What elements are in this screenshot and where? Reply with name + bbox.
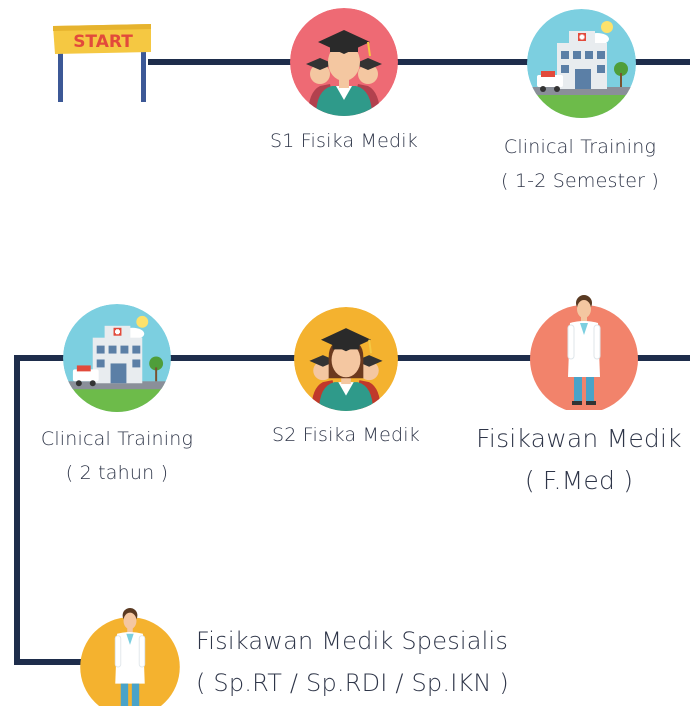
graduates-icon [290, 8, 398, 116]
step-label: Fisikawan Medik ( F.Med ) [468, 418, 690, 502]
graduates-icon [294, 307, 398, 411]
step-title: S2 Fisika Medik [272, 424, 420, 446]
step-title: Clinical Training [40, 428, 194, 450]
hospital-icon [63, 304, 171, 412]
step-title: Fisikawan Medik Spesialis [196, 627, 509, 655]
step-label: S1 Fisika Medik [244, 130, 444, 152]
step-label: Fisikawan Medik Spesialis ( Sp.RT / Sp.R… [196, 620, 536, 704]
start-label: START [73, 32, 133, 52]
step-title: S1 Fisika Medik [270, 130, 418, 152]
hospital-icon [527, 9, 636, 118]
step-title: Clinical Training [503, 136, 657, 158]
step-subtitle: ( 1-2 Semester ) [501, 170, 659, 192]
path-row-3 [14, 659, 94, 665]
step-label: Clinical Training ( 2 tahun ) [17, 422, 217, 490]
step-label: Clinical Training ( 1-2 Semester ) [480, 130, 680, 198]
step-subtitle: ( F.Med ) [524, 466, 634, 495]
doctor-icon [530, 295, 638, 413]
path-row-1 [148, 59, 690, 65]
doctor-icon [77, 608, 183, 706]
step-label: S2 Fisika Medik [246, 424, 446, 446]
step-subtitle: ( Sp.RT / Sp.RDI / Sp.IKN ) [196, 669, 509, 697]
step-subtitle: ( 2 tahun ) [65, 462, 169, 484]
start-sign: START [51, 22, 155, 102]
step-title: Fisikawan Medik [476, 424, 682, 453]
path-vertical [14, 355, 20, 665]
